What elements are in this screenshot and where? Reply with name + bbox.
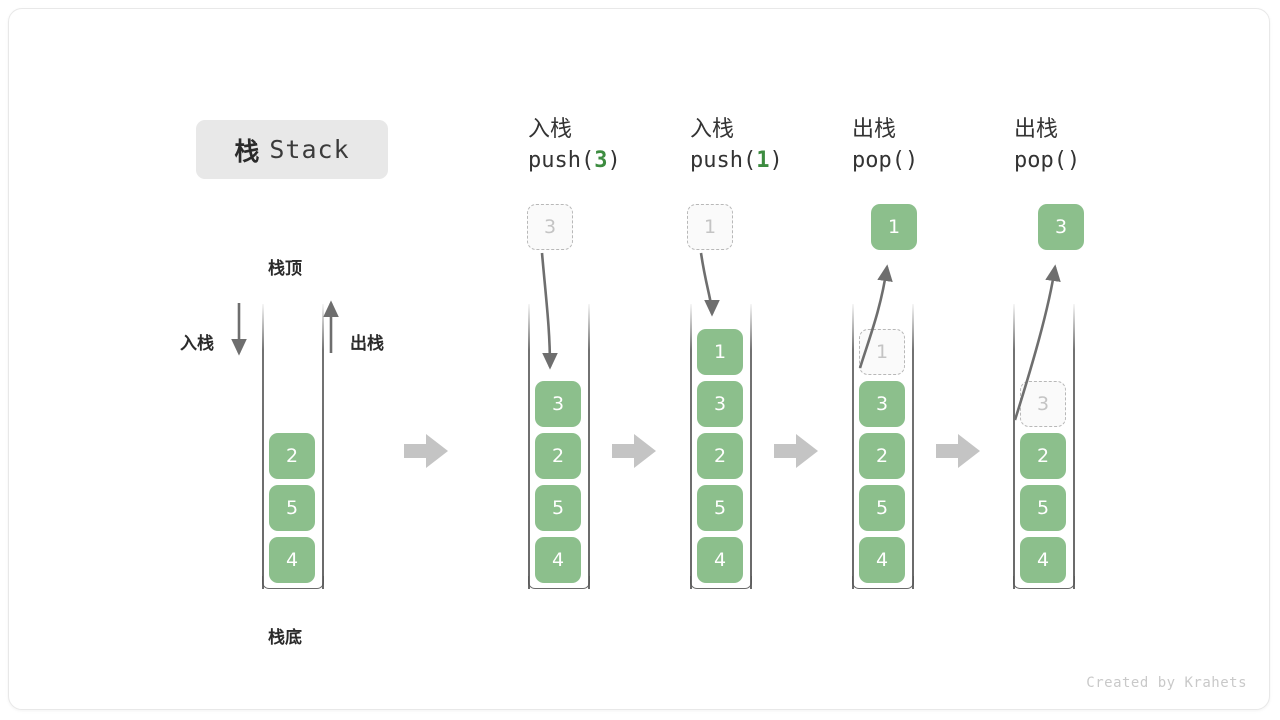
step-header-4: 出栈 pop() xyxy=(1014,115,1080,177)
step4-cell: 5 xyxy=(1020,485,1066,531)
stack-bottom-label: 栈底 xyxy=(268,628,302,648)
tube-bottom xyxy=(690,576,752,589)
step-op-cn-3: 出栈 xyxy=(852,117,897,142)
main-stack-cell: 4 xyxy=(269,537,315,583)
floating-cell-3: 1 xyxy=(871,204,917,250)
separator-arrow-2-icon xyxy=(612,434,656,468)
step-op-cn-2: 入栈 xyxy=(690,117,735,142)
step-op-cn-1: 入栈 xyxy=(528,117,573,142)
code-suffix-1: ) xyxy=(607,148,621,173)
code-prefix-3: pop( xyxy=(852,148,905,173)
step3-cell: 5 xyxy=(859,485,905,531)
step-stack-container-4 xyxy=(1013,304,1075,589)
footer-credit: Created by Krahets xyxy=(1086,675,1247,691)
tube-wall-right xyxy=(750,304,752,589)
floating-cell-1: 3 xyxy=(527,204,573,250)
tube-bottom xyxy=(528,576,590,589)
tube-bottom xyxy=(1013,576,1075,589)
separator-arrow-1-icon xyxy=(404,434,448,468)
step3-cell: 2 xyxy=(859,433,905,479)
step-stack-container-3 xyxy=(852,304,914,589)
tube-wall-left xyxy=(852,304,854,589)
diagram-title-chip: 栈 Stack xyxy=(196,120,388,179)
step-op-cn-4: 出栈 xyxy=(1014,117,1059,142)
step2-cell: 5 xyxy=(697,485,743,531)
step3-cell: 3 xyxy=(859,381,905,427)
step-header-2: 入栈 push(1) xyxy=(690,115,783,177)
step-header-1: 入栈 push(3) xyxy=(528,115,621,177)
diagram-card: 栈 Stack 栈顶 入栈 出栈 栈底 2 5 4 入栈 push(3) 3 3… xyxy=(8,8,1270,710)
floating-cell-4: 3 xyxy=(1038,204,1084,250)
separator-arrow-3-icon xyxy=(774,434,818,468)
tube-wall-right xyxy=(1073,304,1075,589)
arrows-layer xyxy=(231,252,1061,468)
step3-cell: 4 xyxy=(859,537,905,583)
code-num-2: 1 xyxy=(756,148,770,173)
code-prefix-2: push( xyxy=(690,148,757,173)
step2-cell: 4 xyxy=(697,537,743,583)
step1-cell: 2 xyxy=(535,433,581,479)
separator-arrow-4-icon xyxy=(936,434,980,468)
code-prefix-4: pop( xyxy=(1014,148,1067,173)
tube-wall-left xyxy=(690,304,692,589)
step2-cell: 3 xyxy=(697,381,743,427)
step-code-3: pop() xyxy=(852,145,918,177)
tube-wall-right xyxy=(588,304,590,589)
step-code-4: pop() xyxy=(1014,145,1080,177)
step3-cell: 1 xyxy=(859,329,905,375)
tube-wall-left xyxy=(262,304,264,589)
code-suffix-4: ) xyxy=(1066,148,1081,173)
tube-wall-left xyxy=(528,304,530,589)
floating-cell-2: 1 xyxy=(687,204,733,250)
tube-bottom xyxy=(852,576,914,589)
main-stack-cell: 5 xyxy=(269,485,315,531)
step4-cell: 3 xyxy=(1020,381,1066,427)
step2-cell: 1 xyxy=(697,329,743,375)
pop-label-main: 出栈 xyxy=(350,334,384,354)
tube-bottom xyxy=(262,576,324,589)
title-cn: 栈 xyxy=(234,136,260,166)
step2-cell: 2 xyxy=(697,433,743,479)
stack-top-label: 栈顶 xyxy=(268,259,302,279)
step-stack-container-1 xyxy=(528,304,590,589)
tube-wall-right xyxy=(912,304,914,589)
tube-wall-left xyxy=(1013,304,1015,589)
title-en: Stack xyxy=(269,135,350,164)
step4-cell: 4 xyxy=(1020,537,1066,583)
step4-cell: 2 xyxy=(1020,433,1066,479)
tube-wall-right xyxy=(322,304,324,589)
code-suffix-3: ) xyxy=(904,148,919,173)
step-stack-container-2 xyxy=(690,304,752,589)
step1-cell: 3 xyxy=(535,381,581,427)
code-suffix-2: ) xyxy=(769,148,783,173)
step-code-2: push(1) xyxy=(690,145,783,177)
push-label-main: 入栈 xyxy=(180,334,214,354)
step-code-1: push(3) xyxy=(528,145,621,177)
main-stack-cell: 2 xyxy=(269,433,315,479)
step-header-3: 出栈 pop() xyxy=(852,115,918,177)
code-prefix-1: push( xyxy=(528,148,595,173)
main-stack-container xyxy=(262,304,324,589)
code-num-1: 3 xyxy=(594,148,608,173)
step1-cell: 4 xyxy=(535,537,581,583)
step1-cell: 5 xyxy=(535,485,581,531)
